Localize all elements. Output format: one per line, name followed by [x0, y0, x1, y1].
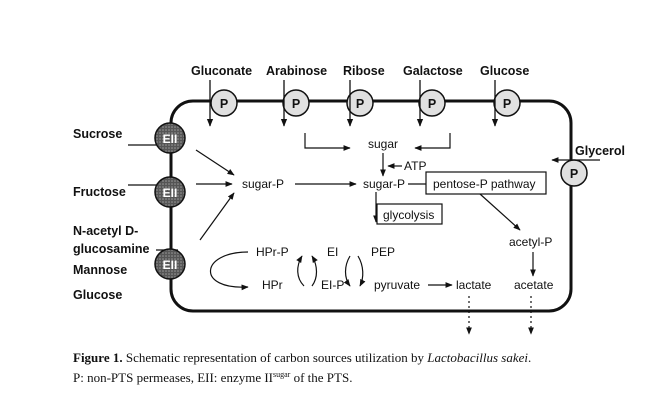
permease-glycerol: P	[560, 159, 588, 187]
arrow-galactose-to-sugar	[414, 133, 451, 151]
caption-line2-sup: sugar	[273, 370, 291, 379]
arrow-eii3-to-sugarp	[199, 192, 235, 241]
metabolite-acetate: acetate	[514, 278, 554, 292]
permease-label: P	[503, 97, 511, 111]
sugar-label-glycerol: Glycerol	[575, 144, 625, 158]
metabolite-pyruvate: pyruvate	[374, 278, 420, 292]
metabolite-sugar: sugar	[368, 137, 398, 151]
permease-gluconate: P	[210, 89, 238, 117]
arrow-arabinose-to-sugar	[304, 133, 351, 151]
caption-text-1-end: .	[528, 350, 532, 365]
arrow-ei-pep-exchange-left	[343, 255, 351, 287]
caption-text-1: Schematic representation of carbon sourc…	[122, 350, 428, 365]
metabolite-ei: EI	[327, 245, 338, 259]
sugar-label-glucosamine: glucosamine	[73, 242, 149, 256]
caption-figure-label: Figure 1.	[73, 350, 123, 365]
arrow-hpr-ei-exchange-left	[296, 255, 305, 287]
metabolite-acetyl-p: acetyl-P	[509, 235, 552, 249]
pentose-pathway-label: pentose-P pathway	[433, 177, 536, 191]
enzyme-label: EII	[163, 186, 178, 200]
permease-label: P	[292, 97, 300, 111]
sugar-label-mannose: Mannose	[73, 263, 127, 277]
metabolite-sugar-p-left: sugar-P	[242, 177, 284, 191]
sugar-label-n-acetyl: N-acetyl D-	[73, 224, 138, 238]
permease-label: P	[220, 97, 228, 111]
sugar-label-gluconate: Gluconate	[191, 64, 252, 78]
enzyme-eii-sucrose: EII	[154, 122, 186, 154]
sugar-label-fructose: Fructose	[73, 185, 126, 199]
enzyme-eii-mannose: EII	[154, 248, 186, 280]
permease-arabinose: P	[282, 89, 310, 117]
glycolysis-box	[376, 203, 443, 225]
permease-label: P	[428, 97, 436, 111]
metabolite-sugar-p-center: sugar-P	[363, 177, 405, 191]
metabolite-atp: ATP	[404, 159, 426, 173]
sugar-label-glucose-top: Glucose	[480, 64, 529, 78]
enzyme-label: EII	[163, 132, 178, 146]
pentose-pathway-box	[425, 171, 547, 195]
metabolite-hpr: HPr	[262, 278, 283, 292]
permease-label: P	[570, 167, 578, 181]
sugar-label-galactose: Galactose	[403, 64, 463, 78]
arrow-ei-pep-exchange-right	[357, 255, 366, 287]
permease-ribose: P	[346, 89, 374, 117]
metabolite-hpr-p: HPr-P	[256, 245, 289, 259]
cell-membrane	[169, 99, 573, 313]
glycolysis-label: glycolysis	[383, 208, 434, 222]
sugar-label-arabinose: Arabinose	[266, 64, 327, 78]
caption-line-1: Figure 1. Schematic representation of ca…	[73, 349, 653, 366]
arrow-eii1-to-sugarp	[195, 149, 235, 176]
permease-glucose: P	[493, 89, 521, 117]
sugar-label-ribose: Ribose	[343, 64, 385, 78]
metabolite-ei-p: EI-P	[321, 278, 344, 292]
caption-line2a: P: non-PTS permeases, EII: enzyme II	[73, 370, 274, 385]
arrow-hpr-cycle	[209, 251, 249, 291]
caption-organism: Lactobacillus sakei	[427, 350, 529, 365]
metabolite-lactate: lactate	[456, 278, 492, 292]
caption-line2b: of the PTS.	[290, 370, 353, 385]
arrow-hpr-ei-exchange-right	[311, 255, 318, 287]
caption-line-2: P: non-PTS permeases, EII: enzyme IIsuga…	[73, 366, 653, 386]
arrow-pentose-to-acetylp	[479, 193, 521, 231]
sugar-label-sucrose: Sucrose	[73, 127, 122, 141]
enzyme-label: EII	[163, 258, 178, 272]
sugar-label-glucose-left: Glucose	[73, 288, 122, 302]
permease-label: P	[356, 97, 364, 111]
figure-caption: Figure 1. Schematic representation of ca…	[73, 349, 653, 386]
enzyme-eii-fructose: EII	[154, 176, 186, 208]
metabolite-pep: PEP	[371, 245, 395, 259]
permease-galactose: P	[418, 89, 446, 117]
